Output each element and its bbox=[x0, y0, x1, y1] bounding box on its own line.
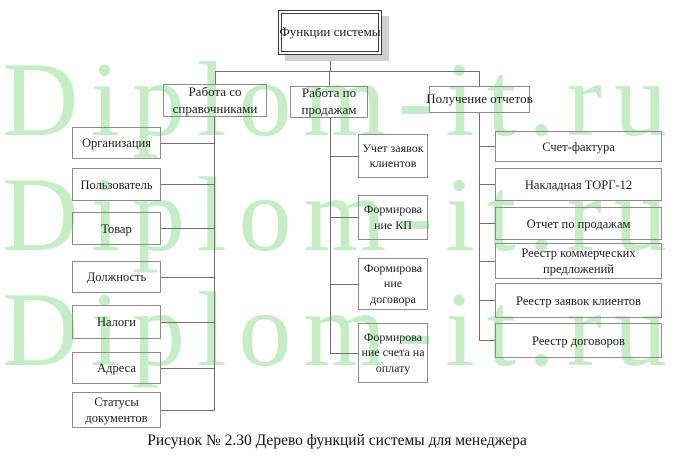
connector-line bbox=[214, 117, 215, 411]
connector-line bbox=[215, 71, 216, 84]
connector-line bbox=[161, 410, 214, 411]
node-root: Функции системы bbox=[278, 10, 382, 55]
node-invoice-factura: Счет-фактура bbox=[495, 131, 662, 162]
connector-line bbox=[330, 156, 358, 157]
connector-line bbox=[161, 228, 214, 229]
node-requests-registry: Реестр заявок клиентов bbox=[495, 283, 662, 318]
connector-line bbox=[330, 217, 358, 218]
connector-line bbox=[479, 223, 495, 224]
watermark-text: Diplom-it.ru bbox=[2, 41, 674, 158]
connector-line bbox=[479, 184, 495, 185]
watermark-text: Diplom-it.ru bbox=[2, 271, 674, 388]
connector-line bbox=[161, 277, 214, 278]
connector-line bbox=[215, 71, 479, 72]
connector-line bbox=[330, 353, 358, 354]
node-sales-report: Отчет по продажам bbox=[495, 207, 662, 240]
node-addresses: Адреса bbox=[72, 352, 161, 384]
node-kp-registry: Реестр коммерческих предложений bbox=[495, 243, 662, 279]
connector-line bbox=[479, 300, 495, 301]
node-product: Товар bbox=[72, 212, 161, 245]
connector-line bbox=[479, 146, 495, 147]
node-form-kp: Формирование КП bbox=[358, 195, 428, 240]
figure-caption: Рисунок № 2.30 Дерево функций системы дл… bbox=[147, 432, 527, 449]
connector-line bbox=[330, 55, 331, 71]
node-torg12: Накладная ТОРГ-12 bbox=[495, 168, 662, 201]
node-form-invoice: Формирование счета на оплату bbox=[358, 323, 428, 383]
connector-line bbox=[479, 71, 480, 86]
connector-line bbox=[479, 340, 495, 341]
node-taxes: Налоги bbox=[72, 305, 161, 339]
node-position: Должность bbox=[72, 261, 161, 293]
node-document-statuses: Статусы документов bbox=[72, 392, 161, 428]
node-user: Пользователь bbox=[72, 168, 161, 201]
node-contracts-registry: Реестр договоров bbox=[495, 323, 662, 358]
connector-line bbox=[479, 261, 495, 262]
node-organization: Организация bbox=[72, 127, 161, 159]
node-branch-directories: Работа со справочниками bbox=[163, 84, 267, 117]
connector-line bbox=[330, 118, 331, 353]
watermark-text: Diplom-it.ru bbox=[2, 156, 674, 273]
connector-line bbox=[329, 71, 330, 86]
node-form-contract: Формирование договора bbox=[358, 258, 428, 310]
connector-line bbox=[479, 113, 480, 340]
node-branch-reports: Получение отчетов bbox=[426, 86, 533, 113]
node-branch-sales: Работа по продажам bbox=[290, 85, 368, 118]
connector-line bbox=[161, 184, 214, 185]
connector-line bbox=[161, 143, 214, 144]
connector-line bbox=[161, 368, 214, 369]
connector-line bbox=[330, 284, 358, 285]
node-client-requests: Учет заявок клиентов bbox=[358, 134, 428, 178]
connector-line bbox=[161, 322, 214, 323]
